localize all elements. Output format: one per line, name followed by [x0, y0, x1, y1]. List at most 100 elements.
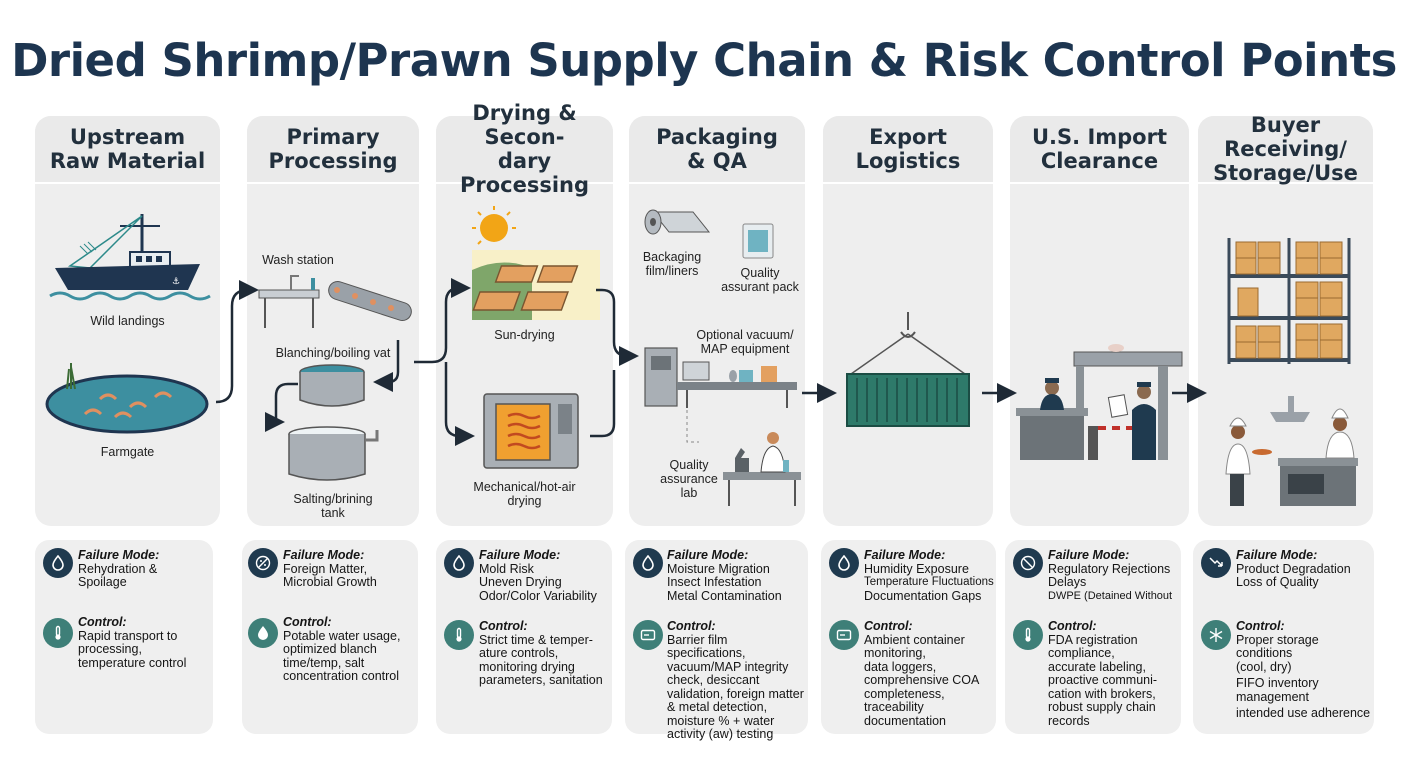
failure-mode-text: Failure Mode: Rehydration & Spoilage — [78, 548, 210, 590]
risk-card-buyer: Failure Mode: Product Degradation Loss o… — [1193, 540, 1374, 734]
quality-pack-illustration — [742, 223, 774, 259]
failure-mode-line: Product Degradation — [1236, 561, 1351, 576]
risk-card-drying: Failure Mode: Mold Risk Uneven Drying Od… — [436, 540, 612, 734]
hot-air-drying-label-line: drying — [507, 494, 542, 508]
failure-mode-line: Foreign Matter, — [283, 561, 368, 576]
control-line: records — [1048, 713, 1090, 728]
control-line: cation with brokers, — [1048, 686, 1156, 701]
failure-mode-line: Mold Risk — [479, 561, 534, 576]
failure-mode-line: Uneven Drying — [479, 575, 562, 589]
stage-buyer-panel: Buyer Receiving/Storage/Use — [1198, 113, 1373, 526]
quality-lab-label-line: assurance — [660, 472, 718, 486]
stage-heading-line: dary Processing — [459, 149, 590, 197]
farm-pond-illustration — [45, 363, 209, 434]
control-line: validation, foreign matter — [667, 686, 804, 701]
salting-tank-label-line: Salting/brining — [293, 492, 373, 506]
failure-mode-text: Failure Mode: Humidity Exposure Temperat… — [864, 548, 995, 603]
control-line: vacuum/MAP integrity — [667, 659, 789, 674]
control-line: moisture % + water — [667, 713, 775, 728]
control-line: compliance, — [1048, 646, 1115, 660]
stage-heading-line: Buyer Receiving/ — [1224, 113, 1347, 161]
control-text: Control: Barrier film specifications, va… — [667, 619, 807, 742]
backaging-film-label-line: film/liners — [645, 264, 699, 278]
droplet-icon — [633, 548, 663, 578]
vacuum-map-label-line: Optional vacuum/ — [696, 328, 794, 342]
droplet-icon — [43, 548, 73, 578]
salting-tank-label-line: tank — [321, 506, 345, 520]
quality-lab-label-line: lab — [680, 486, 698, 500]
failure-mode-heading: Failure Mode: — [283, 548, 365, 562]
failure-mode-heading: Failure Mode: — [1048, 548, 1130, 562]
stage-heading-line: Processing — [268, 149, 398, 173]
stage-heading-line: Raw Material — [49, 149, 206, 173]
stage-heading-line: U.S. Import — [1032, 125, 1167, 149]
stage-heading-line: Upstream — [69, 125, 186, 149]
control-line: & metal detection, — [667, 700, 768, 714]
failure-mode-line: Microbial Growth — [283, 575, 377, 589]
thermometer-icon — [43, 618, 73, 648]
stage-heading-line: Primary — [286, 125, 380, 149]
control-line: temperature control — [78, 655, 187, 670]
bacteria-icon — [248, 548, 278, 578]
risk-card-packaging: Failure Mode: Moisture Migration Insect … — [625, 540, 808, 741]
control-line: completeness, — [864, 686, 945, 701]
sun-drying-illustration — [472, 206, 600, 320]
brining-tank-illustration — [288, 426, 379, 481]
droplet-icon — [829, 548, 859, 578]
control-line: management — [1236, 689, 1309, 704]
control-line: documentation — [864, 713, 947, 728]
control-line: accurate labeling, — [1048, 659, 1146, 674]
stage-heading-line: Storage/Use — [1213, 161, 1358, 185]
control-heading: Control: — [1236, 619, 1285, 633]
page-title: Dried Shrimp/Prawn Supply Chain & Risk C… — [11, 34, 1397, 87]
stage-drying-heading: Drying & Secon-dary Processing — [436, 101, 613, 197]
meter-icon — [633, 620, 663, 650]
qa-lab-illustration — [723, 432, 801, 506]
failure-mode-line: Spoilage — [78, 575, 127, 589]
control-line: monitoring drying — [479, 659, 575, 674]
failure-mode-text: Failure Mode: Moisture Migration Insect … — [667, 548, 807, 603]
control-line: FIFO inventory — [1236, 676, 1319, 690]
risk-card-primary: Failure Mode: Foreign Matter, Microbial … — [242, 540, 418, 734]
failure-mode-text: Failure Mode: Product Degradation Loss o… — [1236, 548, 1373, 590]
failure-mode-line: Temperature Fluctuations — [864, 576, 994, 588]
failure-mode-line: Regulatory Rejections — [1048, 561, 1171, 576]
failure-mode-text: Failure Mode: Mold Risk Uneven Drying Od… — [479, 548, 611, 603]
control-line: Ambient container — [864, 632, 965, 647]
stage-packaging-heading: Packaging& QA — [629, 116, 805, 184]
failure-mode-line: Odor/Color Variability — [479, 588, 597, 603]
stage-heading-line: Clearance — [1040, 149, 1159, 173]
droplet-icon — [248, 618, 278, 648]
meter-icon — [829, 620, 859, 650]
control-heading: Control: — [864, 619, 913, 633]
snowflake-icon — [1201, 620, 1231, 650]
control-text: Control: Strict time & temper- ature con… — [479, 619, 611, 688]
failure-mode-line: Metal Contamination — [667, 588, 782, 603]
thermometer-icon — [444, 620, 474, 650]
stage-heading-line: Export — [869, 125, 947, 149]
control-line: concentration control — [283, 669, 400, 683]
control-text: Control: Potable water usage, optimized … — [283, 615, 417, 684]
stage-heading-line: Logistics — [855, 149, 961, 173]
control-line: parameters, sanitation — [479, 673, 603, 687]
no-entry-icon — [1013, 548, 1043, 578]
warehouse-shelves-illustration — [1227, 238, 1351, 364]
vacuum-map-label: Optional vacuum/MAP equipment — [685, 328, 805, 356]
svg-text:⚓: ⚓ — [172, 277, 180, 287]
control-line: Rapid transport to — [78, 628, 178, 643]
control-line: comprehensive COA — [864, 673, 980, 687]
failure-mode-heading: Failure Mode: — [667, 548, 749, 562]
wash-station-illustration — [258, 275, 412, 328]
control-line: check, desiccant — [667, 673, 760, 687]
stage-heading-line: Drying & Secon- — [472, 101, 577, 149]
risk-card-export: Failure Mode: Humidity Exposure Temperat… — [821, 540, 996, 734]
